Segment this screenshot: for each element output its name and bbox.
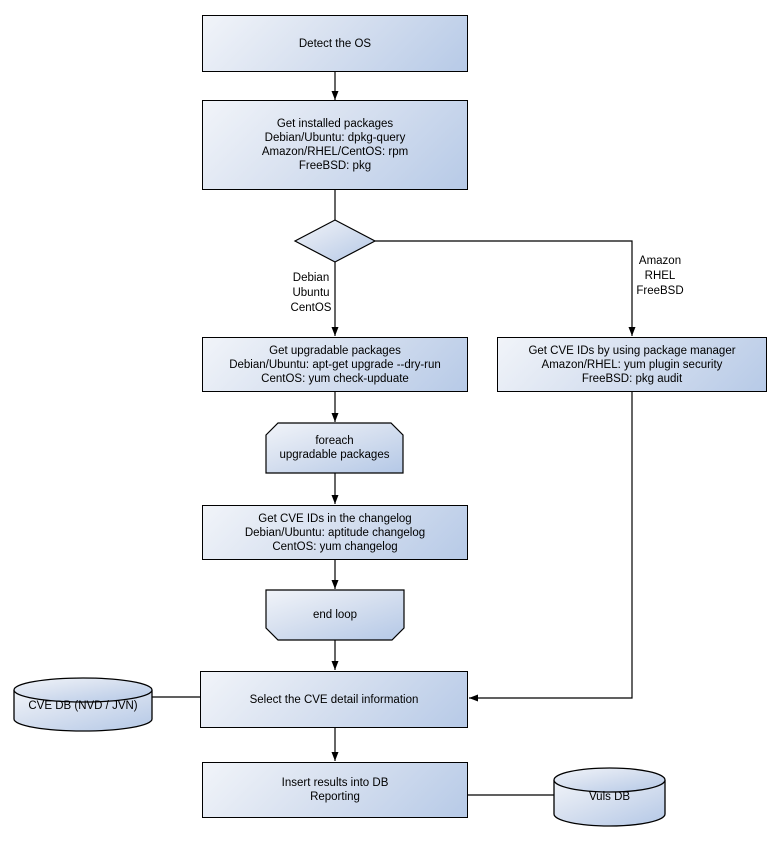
node-label: foreach	[315, 435, 354, 447]
node-label: FreeBSD: pkg	[298, 160, 372, 172]
cve-db-cylinder	[13, 677, 153, 732]
node-get-cve-ids-package-manager: Get CVE IDs by using package manager Ama…	[497, 337, 767, 392]
edge-label-line: Debian	[292, 272, 330, 284]
edge-label-line: FreeBSD	[636, 285, 684, 297]
node-get-cve-ids-changelog: Get CVE IDs in the changelog Debian/Ubun…	[202, 505, 468, 560]
node-label: end loop	[312, 609, 358, 621]
node-label: CVE DB (NVD / JVN)	[28, 700, 138, 712]
node-label: Get upgradable packages	[269, 344, 401, 357]
node-label: Get installed packages	[276, 118, 394, 130]
node-detect-os: Detect the OS	[202, 15, 468, 72]
decision-diamond	[293, 219, 377, 263]
edge-label-right-branch: Amazon RHEL FreeBSD	[630, 254, 690, 299]
node-get-upgradable-packages: Get upgradable packages Debian/Ubuntu: a…	[202, 337, 468, 392]
node-get-installed-packages: Get installed packages Debian/Ubuntu: dp…	[202, 100, 468, 190]
node-label: Amazon/RHEL/CentOS: rpm	[261, 146, 409, 158]
node-label: FreeBSD: pkg audit	[581, 372, 683, 385]
node-label: CentOS: yum check-upduate	[261, 372, 409, 385]
edge-label-line: Amazon	[638, 255, 682, 267]
edge-decision-to-package-manager	[375, 240, 636, 336]
edge-label-line: Ubuntu	[292, 287, 330, 299]
node-select-cve-detail: Select the CVE detail information	[200, 671, 468, 728]
end-loop-shape	[265, 589, 405, 641]
node-label: Debian/Ubuntu: apt-get upgrade --dry-run	[229, 358, 441, 371]
edge-label-left-branch: Debian Ubuntu CentOS	[284, 271, 338, 316]
edge-label-line: RHEL	[644, 270, 676, 282]
vuls-db-cylinder	[553, 767, 666, 827]
node-label: Vuls DB	[588, 791, 631, 803]
node-cve-db: CVE DB (NVD / JVN)	[14, 688, 152, 724]
node-label: Reporting	[310, 791, 360, 803]
node-label: Amazon/RHEL: yum plugin security	[541, 358, 723, 371]
node-label: upgradable packages	[279, 449, 390, 461]
edge-package-manager-to-select	[469, 392, 633, 702]
node-label: Get CVE IDs in the changelog	[258, 512, 412, 525]
node-label: Detect the OS	[298, 37, 372, 50]
node-label: Insert results into DB	[281, 777, 389, 789]
node-label: Debian/Ubuntu: aptitude changelog	[244, 526, 426, 539]
node-label: Select the CVE detail information	[249, 693, 419, 706]
node-end-loop: end loop	[266, 590, 404, 640]
node-vuls-db: Vuls DB	[554, 781, 665, 813]
node-label: CentOS: yum changelog	[272, 540, 398, 553]
node-label: Debian/Ubuntu: dpkg-query	[264, 132, 406, 144]
node-insert-results: Insert results into DB Reporting	[202, 762, 468, 818]
foreach-loop-shape	[265, 422, 404, 474]
node-label: Get CVE IDs by using package manager	[528, 344, 736, 357]
edge-label-line: CentOS	[290, 302, 332, 314]
node-foreach-loop-start: foreach upgradable packages	[266, 423, 403, 473]
